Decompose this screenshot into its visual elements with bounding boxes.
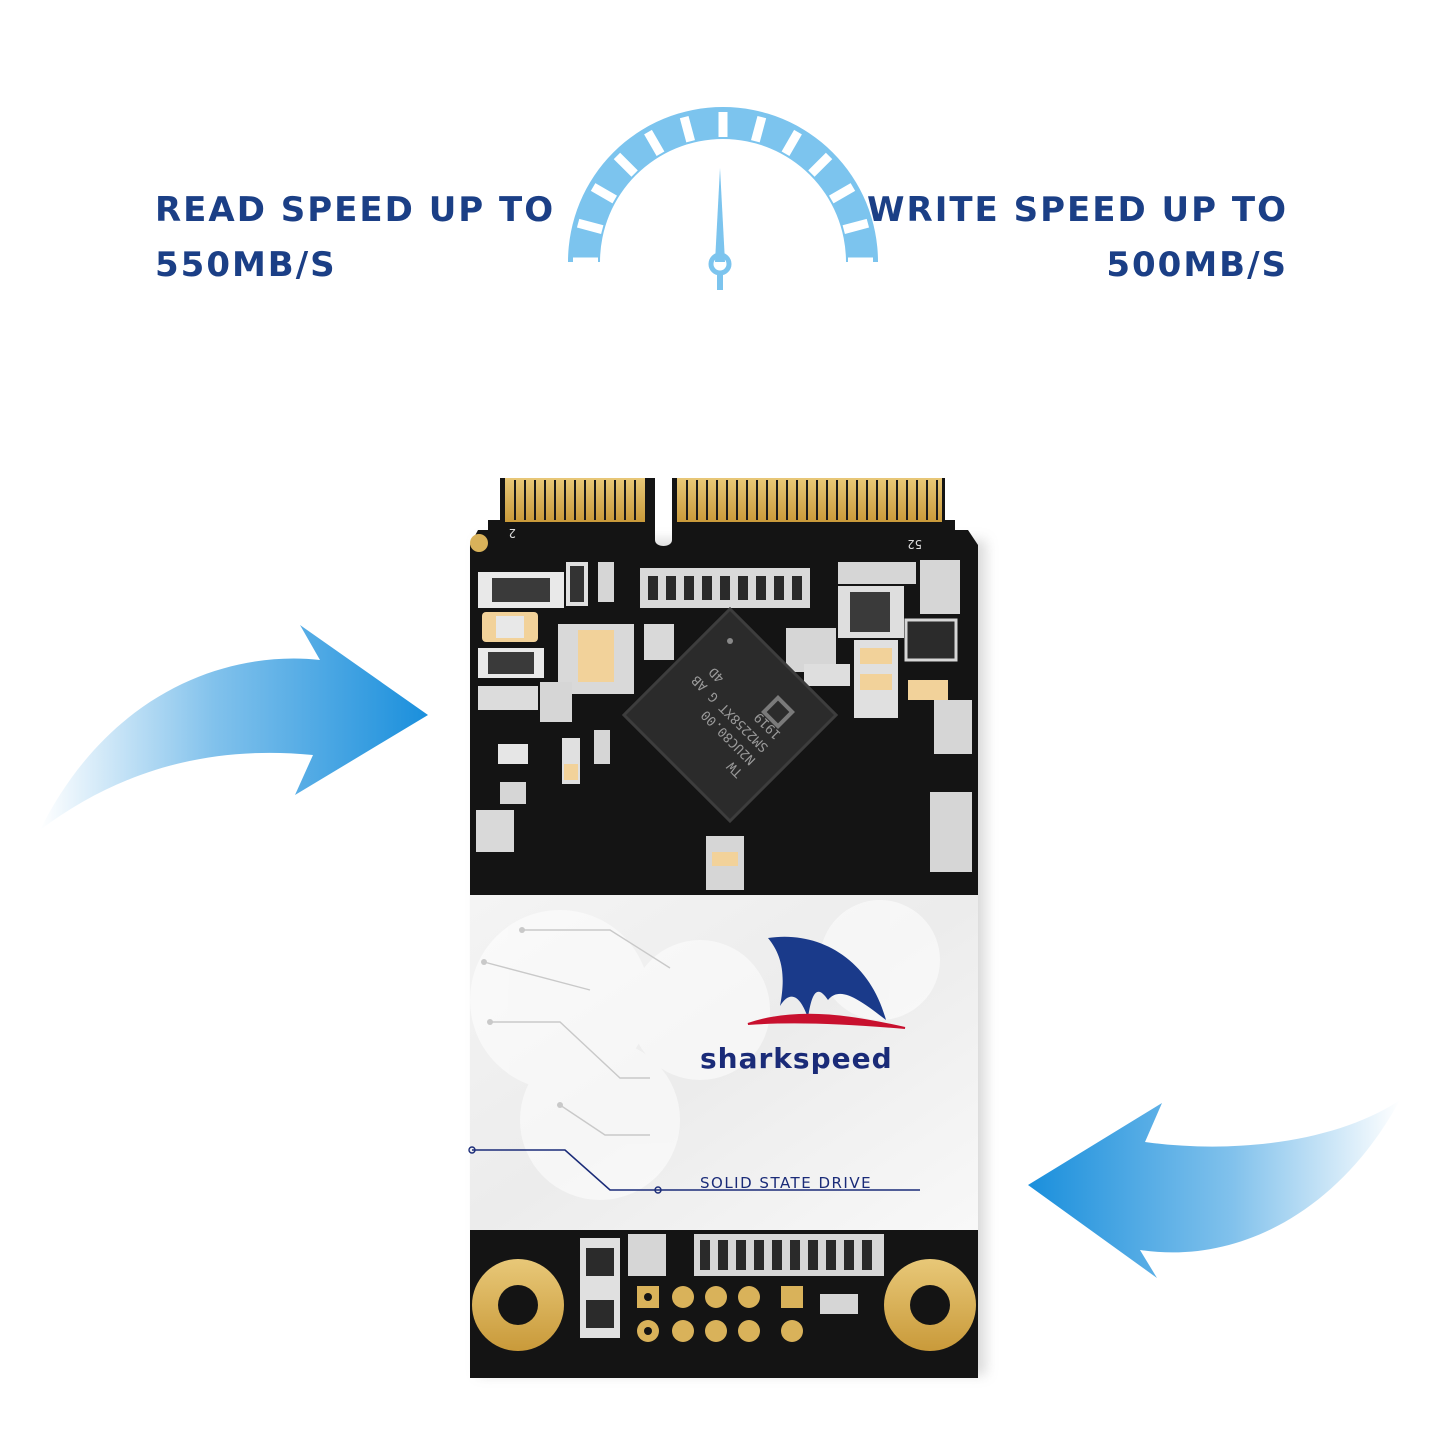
msata-ssd-board: 2 52	[468, 478, 986, 1378]
pin-label-left: 2	[509, 526, 516, 540]
write-speed-value: 500MB/S	[1106, 245, 1288, 285]
controller-chip: TW N2UC80.00 SM2258XT G AB 1919 4D	[621, 606, 839, 824]
write-speed-spec: WRITE SPEED UP TO 500MB/S	[867, 183, 1288, 293]
brand-name: sharkspeed	[700, 1042, 893, 1075]
right-arrow-icon	[1028, 1100, 1400, 1278]
smd-components	[476, 560, 972, 890]
gold-pad	[470, 534, 488, 552]
speedometer-icon	[568, 107, 878, 290]
mounting-hole-left	[472, 1259, 564, 1351]
read-speed-value: 550MB/S	[155, 245, 337, 285]
bottom-components	[472, 1234, 976, 1351]
product-label: sharkspeed SOLID STATE DRIVE	[468, 895, 978, 1230]
write-speed-heading: WRITE SPEED UP TO	[867, 190, 1288, 230]
gold-edge-connector	[505, 478, 942, 522]
label-caption: SOLID STATE DRIVE	[700, 1174, 872, 1192]
read-speed-heading: READ SPEED UP TO	[155, 190, 556, 230]
pin-label-right: 52	[908, 537, 922, 551]
read-speed-spec: READ SPEED UP TO 550MB/S	[155, 183, 555, 293]
left-arrow-icon	[40, 625, 428, 830]
sharkspeed-logo-icon	[747, 936, 906, 1029]
mounting-hole-right	[884, 1259, 976, 1351]
